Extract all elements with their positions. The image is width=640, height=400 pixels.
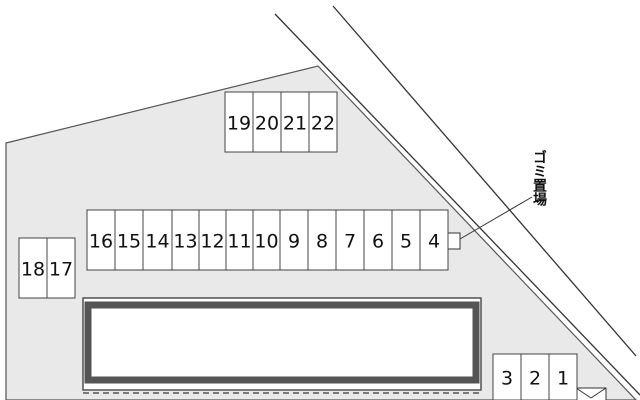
parking-space-number: 2	[529, 368, 541, 390]
parking-space-21: 21	[280, 91, 310, 153]
parking-space-box	[280, 91, 310, 153]
parking-space-17: 17	[46, 237, 76, 299]
garbage-area-label: ゴミ置場	[531, 150, 547, 206]
parking-space-box	[142, 209, 173, 271]
parking-space-20: 20	[252, 91, 282, 153]
parking-space-10: 10	[252, 209, 281, 271]
parking-space-15: 15	[114, 209, 144, 271]
parking-space-4: 4	[419, 209, 449, 271]
parking-space-14: 14	[142, 209, 173, 271]
parking-space-number: 15	[117, 231, 141, 253]
parking-space-number: 12	[200, 231, 224, 253]
parking-space-number: 11	[227, 231, 251, 253]
parking-space-box	[198, 209, 227, 271]
parking-space-number: 21	[283, 113, 307, 135]
parking-space-number: 18	[21, 259, 45, 281]
garbage-area-box	[447, 232, 461, 250]
parking-space-number: 4	[428, 231, 440, 253]
parking-space-19: 19	[224, 91, 254, 153]
parking-space-number: 8	[316, 231, 328, 253]
parking-space-18: 18	[18, 237, 48, 299]
garbage-leader-line	[459, 196, 533, 240]
parking-space-box	[492, 353, 522, 400]
entrance-marker	[575, 387, 607, 400]
parking-space-box	[252, 91, 282, 153]
parking-space-6: 6	[363, 209, 393, 271]
parking-space-2: 2	[520, 353, 550, 400]
parking-space-number: 6	[372, 231, 384, 253]
parking-space-number: 22	[311, 113, 335, 135]
parking-space-number: 14	[145, 231, 169, 253]
parking-space-number: 5	[400, 231, 412, 253]
parking-space-box	[46, 237, 76, 299]
parking-space-1: 1	[548, 353, 578, 400]
parking-space-box	[363, 209, 393, 271]
road-edge-left	[274, 13, 640, 396]
parking-space-5: 5	[391, 209, 421, 271]
parking-space-box	[114, 209, 144, 271]
parking-space-box	[252, 209, 281, 271]
road-edge-right	[332, 5, 637, 357]
parking-space-22: 22	[308, 91, 338, 153]
building	[82, 297, 482, 394]
parking-space-box	[225, 209, 254, 271]
parking-space-number: 1	[557, 368, 569, 390]
parking-space-number: 20	[255, 113, 279, 135]
parking-space-box	[335, 209, 365, 271]
parking-space-number: 16	[89, 231, 113, 253]
parking-space-3: 3	[492, 353, 522, 400]
parking-space-16: 16	[86, 209, 116, 271]
parking-space-number: 3	[501, 368, 513, 390]
parking-space-box	[171, 209, 200, 271]
parking-space-box	[307, 209, 337, 271]
parking-space-box	[86, 209, 116, 271]
parking-space-number: 17	[49, 259, 73, 281]
parking-space-7: 7	[335, 209, 365, 271]
parking-space-number: 13	[173, 231, 197, 253]
parking-space-box	[18, 237, 48, 299]
parking-space-box	[520, 353, 550, 400]
parking-space-number: 10	[254, 231, 278, 253]
parking-space-number: 9	[288, 231, 300, 253]
parking-space-number: 19	[227, 113, 251, 135]
parking-space-9: 9	[279, 209, 309, 271]
parking-space-8: 8	[307, 209, 337, 271]
parking-space-number: 7	[344, 231, 356, 253]
parking-space-box	[308, 91, 338, 153]
parking-space-11: 11	[225, 209, 254, 271]
parking-space-13: 13	[171, 209, 200, 271]
parking-space-12: 12	[198, 209, 227, 271]
